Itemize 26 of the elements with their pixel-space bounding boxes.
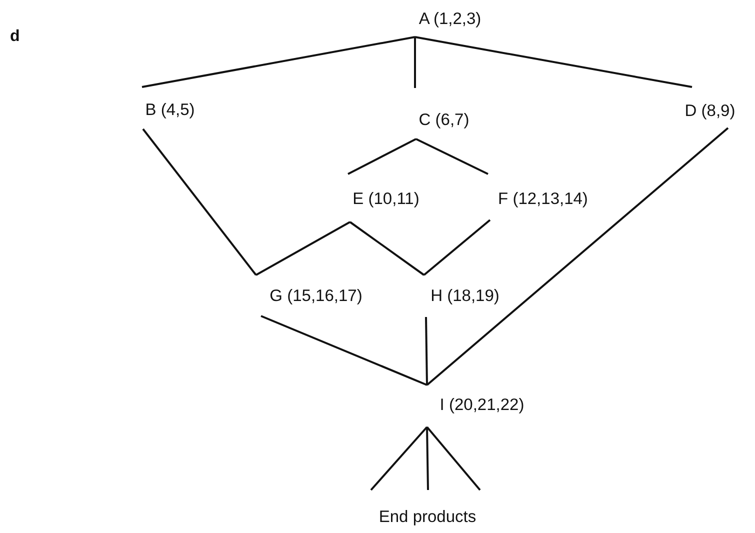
connector-line (142, 128, 257, 276)
node-label: I (20,21,22) (440, 396, 524, 414)
node-label: H (18,19) (430, 287, 500, 305)
node-label: G (15,16,17) (270, 287, 362, 305)
connector-line (426, 426, 481, 491)
node-label: A (1,2,3) (418, 10, 482, 28)
connector-line (256, 221, 350, 276)
connector-line (426, 127, 729, 386)
connector-line (414, 36, 692, 88)
panel-letter: d (10, 28, 20, 46)
node-label: D (8,9) (684, 102, 736, 120)
connector-line (370, 426, 428, 491)
connector-line (423, 219, 491, 276)
connector-line (260, 315, 428, 386)
connector-line (142, 36, 416, 88)
node-label: B (4,5) (145, 101, 195, 119)
connector-line (425, 316, 428, 386)
node-label: C (6,7) (418, 111, 470, 129)
node-label: End products (378, 508, 476, 526)
connector-line (416, 138, 488, 175)
connector-line (349, 221, 425, 276)
node-label: E (10,11) (352, 190, 420, 208)
node-label: F (12,13,14) (498, 190, 588, 208)
connector-line (414, 37, 416, 88)
connector-line (426, 426, 429, 490)
connector-line (348, 138, 416, 175)
